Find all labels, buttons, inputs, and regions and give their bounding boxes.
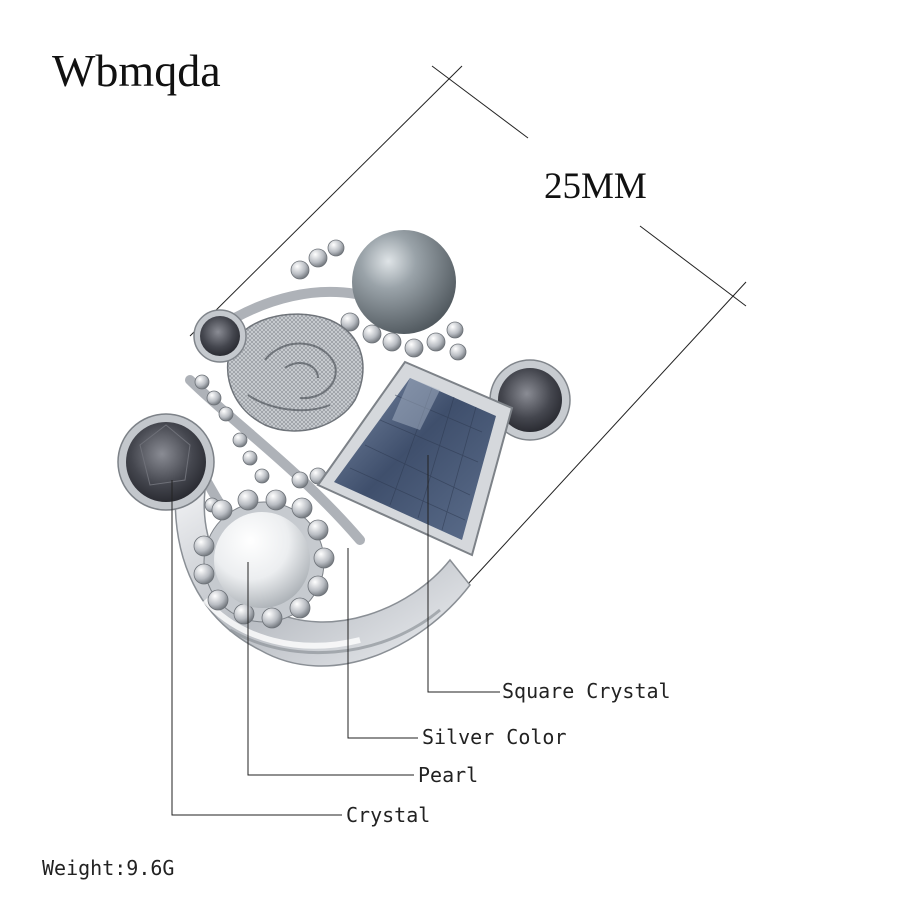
weight-spec: Weight:9.6G: [42, 856, 175, 880]
callout-square-crystal: Square Crystal: [502, 679, 671, 703]
silver-beads: [194, 239, 467, 513]
callout-lines: [171, 455, 500, 816]
brand-title: Wbmqda: [52, 45, 221, 96]
callout-crystal: Crystal: [346, 803, 431, 827]
white-pearl: [193, 489, 335, 629]
dimension-label: 25MM: [544, 166, 647, 207]
smoky-crystal-right: [489, 359, 571, 441]
mesh-rose: [226, 313, 364, 432]
small-crystal-top: [193, 309, 247, 363]
square-crystal: [316, 360, 514, 557]
callout-silver-color: Silver Color: [422, 725, 567, 749]
grey-pearl: [352, 230, 456, 334]
smoky-crystal-left: [117, 413, 215, 511]
dimension-lines: [189, 65, 747, 585]
callout-pearl: Pearl: [418, 763, 479, 787]
